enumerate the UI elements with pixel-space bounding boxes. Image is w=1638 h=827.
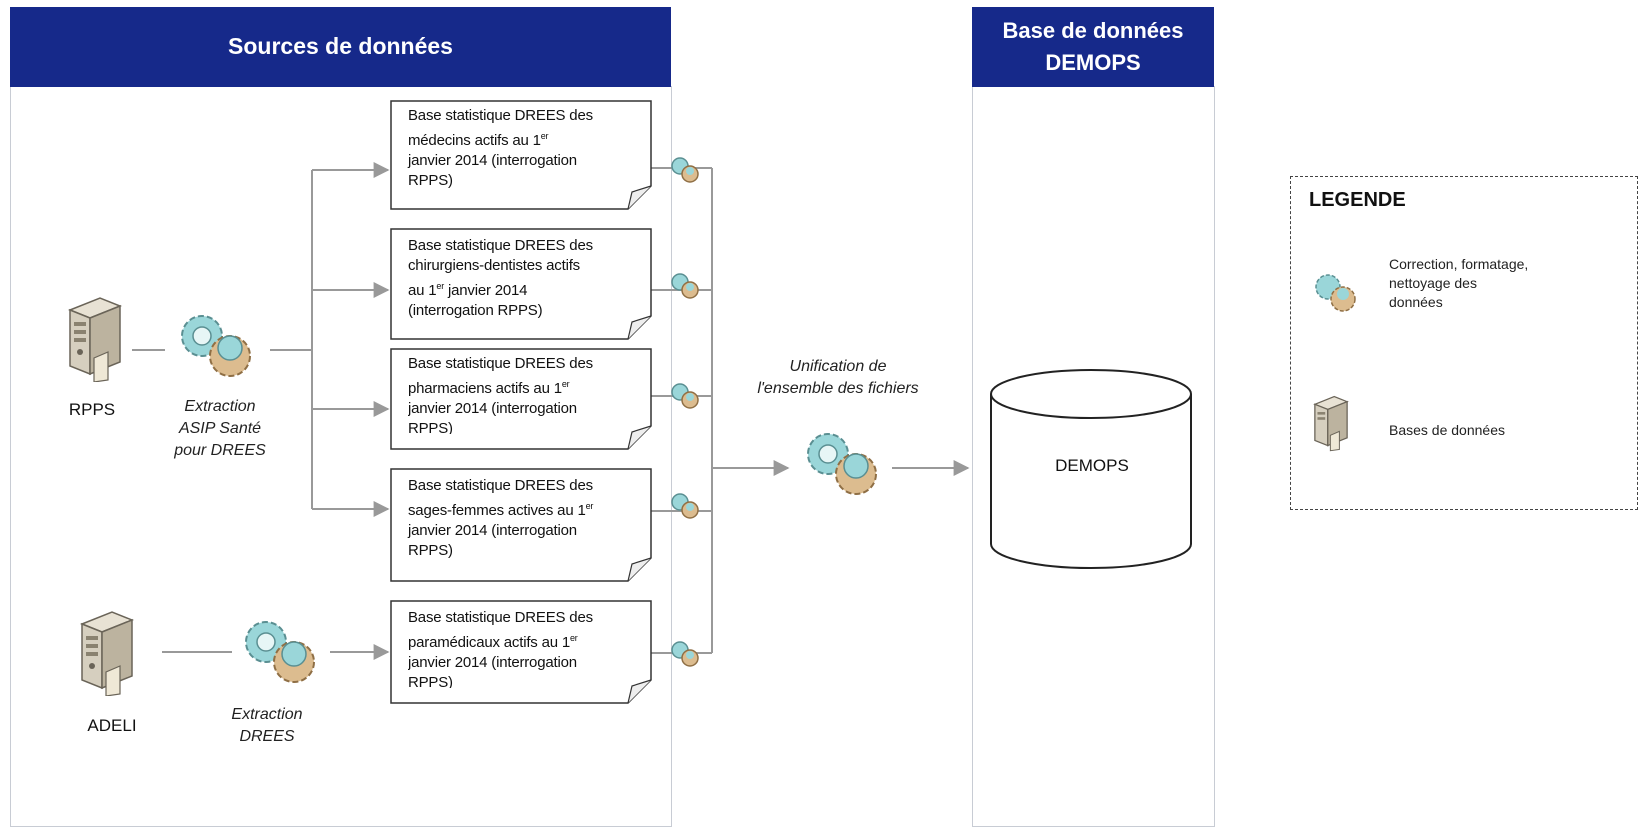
document-5-text: Base statistique DREES des paramédicaux … [408, 609, 593, 688]
doc-1-gears-icon [671, 157, 699, 183]
sources-header: Sources de données [10, 7, 671, 87]
document-shape [390, 600, 652, 704]
rpps-extraction-label: Extraction ASIP Santé pour DREES [174, 398, 266, 459]
document-shape [390, 100, 652, 210]
document-1: Base statistique DREES des médecins acti… [390, 100, 652, 210]
document-3-text: Base statistique DREES des pharmaciens a… [408, 355, 593, 434]
legend-gears-icon [1315, 274, 1356, 312]
superscript-er: er [569, 633, 578, 643]
database-header-title: Base de données DEMOPS [1002, 18, 1184, 75]
superscript-er: er [540, 131, 549, 141]
database-header: Base de données DEMOPS [972, 7, 1214, 87]
unification-label: Unification de l'ensemble des fichiers [757, 358, 919, 397]
doc-2-gears-icon [671, 273, 699, 299]
document-4: Base statistique DREES des sages-femmes … [390, 468, 652, 582]
adeli-extraction-gears-icon [245, 621, 315, 683]
document-4-text: Base statistique DREES des sages-femmes … [408, 477, 594, 559]
legend-title: LEGENDE [1309, 189, 1406, 211]
superscript-er: er [561, 379, 570, 389]
demops-database-label: DEMOPS [1055, 456, 1129, 475]
document-1-text: Base statistique DREES des médecins acti… [408, 107, 593, 189]
adeli-server-icon [79, 611, 135, 696]
unification-gears-icon [807, 433, 877, 495]
sources-header-title: Sources de données [228, 33, 453, 60]
doc-4-gears-icon [671, 493, 699, 519]
rpps-server-icon [67, 297, 123, 382]
legend-item-correction: Correction, formatage, nettoyage des don… [1389, 256, 1529, 310]
legend-server-icon [1313, 395, 1349, 452]
superscript-er: er [585, 501, 594, 511]
document-2: Base statistique DREES des chirurgiens-d… [390, 228, 652, 340]
document-shape [390, 228, 652, 340]
legend-item-databases: Bases de données [1389, 422, 1505, 438]
doc-5-gears-icon [671, 641, 699, 667]
superscript-er: er [436, 281, 445, 291]
document-3: Base statistique DREES des pharmaciens a… [390, 348, 652, 450]
rpps-label: RPPS [68, 400, 116, 419]
document-5: Base statistique DREES des paramédicaux … [390, 600, 652, 704]
legend-box: LEGENDE Correction, formatage, nettoyage… [1290, 176, 1638, 510]
rpps-extraction-gears-icon [181, 315, 251, 377]
adeli-label: ADELI [87, 716, 137, 735]
doc-3-gears-icon [671, 383, 699, 409]
document-shape [390, 468, 652, 582]
adeli-extraction-label: Extraction DREES [231, 706, 303, 745]
demops-database-cylinder [990, 369, 1192, 569]
document-shape [390, 348, 652, 450]
document-2-text: Base statistique DREES des chirurgiens-d… [408, 237, 593, 319]
